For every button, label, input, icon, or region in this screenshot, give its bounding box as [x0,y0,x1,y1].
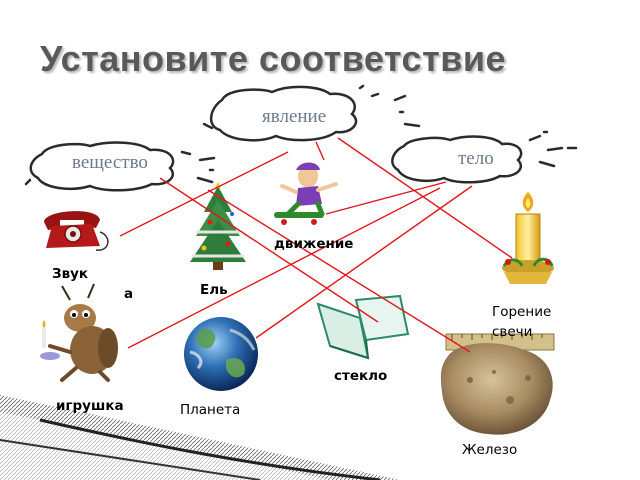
line-motion-to-body [325,181,447,215]
line-toy-to-body [127,187,441,349]
item-candle-cut-label: свечи [492,324,533,336]
cloud-substance [24,141,216,192]
planet-icon [184,317,258,391]
item-toy-label[interactable]: игрушка [56,398,124,414]
item-sound-label[interactable]: Звук [52,266,89,282]
corner-decoration [0,395,400,480]
glass-icon [316,294,410,360]
item-candle-label[interactable]: Горение [492,304,552,320]
item-planet-label[interactable]: Планета [180,402,241,418]
candle-icon [502,192,554,284]
item-iron-label[interactable]: Железо [462,442,518,458]
line-substance-to-iron [207,189,471,353]
line-sound-to-phenomenon [119,151,289,237]
iron-ore-icon [440,333,555,435]
item-sound-cut-label: а [124,286,134,302]
cloud-phenomenon [202,84,421,142]
line-candle-to-phenomenon [337,137,513,259]
line-planet-to-body [255,185,473,339]
category-phenomenon-label[interactable]: явление [262,106,327,127]
connector-lines [119,137,513,353]
line-phenomenon-to-motion [315,141,325,161]
page-title: Установите соответствие [40,38,506,79]
item-glass-label[interactable]: стекло [334,368,388,384]
category-substance-label[interactable]: вещество [72,152,148,173]
telephone-icon [44,211,109,251]
skateboarder-icon [274,162,338,225]
item-fir-label[interactable]: Ель [200,282,228,298]
category-body-label[interactable]: тело [458,148,494,169]
item-motion-label[interactable]: движение [274,236,354,252]
cloud-body [391,130,578,184]
line-substance-to-glass [159,177,379,323]
fir-tree-icon [190,182,246,270]
bug-toy-icon [40,283,118,382]
